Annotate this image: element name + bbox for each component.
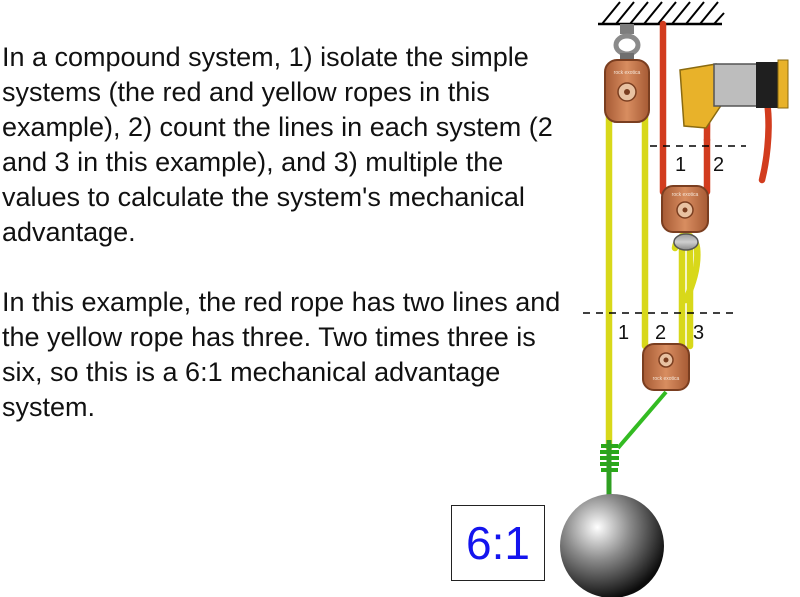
red-line-count-2: 2 <box>713 154 724 176</box>
red-line-count-1: 1 <box>675 154 686 176</box>
ceiling-anchor <box>598 1 725 26</box>
swivel-connector <box>613 24 641 61</box>
bottom-pulley-brand: rock exotica <box>653 376 680 382</box>
top-pulley: rock exotica <box>604 59 650 123</box>
yellow-rope <box>605 91 701 452</box>
top-pulley-brand: rock exotica <box>614 70 641 76</box>
yellow-line-count-1: 1 <box>618 322 629 344</box>
middle-pulley-brand: rock exotica <box>672 192 699 198</box>
explanation-text: In a compound system, 1) isolate the sim… <box>2 40 562 425</box>
load-ball <box>560 494 664 597</box>
yellow-line-count-2: 2 <box>655 322 666 344</box>
gloved-hand <box>679 59 789 129</box>
bottom-pulley: rock exotica <box>642 343 690 391</box>
explanation-paragraph-1: In a compound system, 1) isolate the sim… <box>2 42 553 247</box>
rope-sleeve <box>673 233 699 251</box>
ratio-value: 6:1 <box>466 517 530 569</box>
explanation-paragraph-2: In this example, the red rope has two li… <box>2 287 561 422</box>
yellow-line-count-3: 3 <box>693 322 704 344</box>
ratio-box: 6:1 <box>451 505 545 581</box>
middle-pulley: rock exotica <box>661 185 709 233</box>
